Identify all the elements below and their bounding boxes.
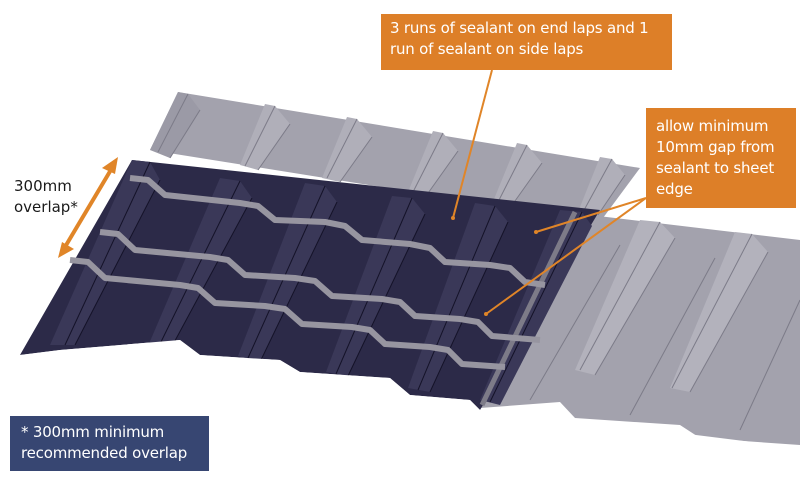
overlap-label-line1: 300mm bbox=[14, 177, 72, 195]
sealant-runs-callout: 3 runs of sealant on end laps and 1 run … bbox=[381, 14, 672, 70]
dark-overlap-sheet bbox=[0, 160, 600, 485]
gap-callout: allow minimum 10mm gap from sealant to s… bbox=[646, 108, 796, 208]
overlap-label-line2: overlap* bbox=[14, 198, 78, 216]
footnote-line2: recommended overlap bbox=[21, 444, 188, 462]
sealant-callout-line1: 3 runs of sealant on end laps and 1 bbox=[390, 19, 649, 37]
gap-callout-line3: sealant to sheet bbox=[656, 159, 775, 177]
gap-callout-line4: edge bbox=[656, 180, 693, 198]
leader-lines bbox=[452, 69, 647, 315]
sealant-callout-line2: run of sealant on side laps bbox=[390, 40, 584, 58]
overlap-dimension-arrow bbox=[58, 157, 118, 258]
overlap-dimension-label: 300mm overlap* bbox=[14, 176, 78, 218]
upper-grey-sheet bbox=[150, 92, 640, 222]
footnote-box: * 300mm minimum recommended overlap bbox=[10, 416, 209, 471]
gap-callout-line1: allow minimum bbox=[656, 117, 769, 135]
gap-callout-line2: 10mm gap from bbox=[656, 138, 775, 156]
footnote-line1: * 300mm minimum bbox=[21, 423, 165, 441]
